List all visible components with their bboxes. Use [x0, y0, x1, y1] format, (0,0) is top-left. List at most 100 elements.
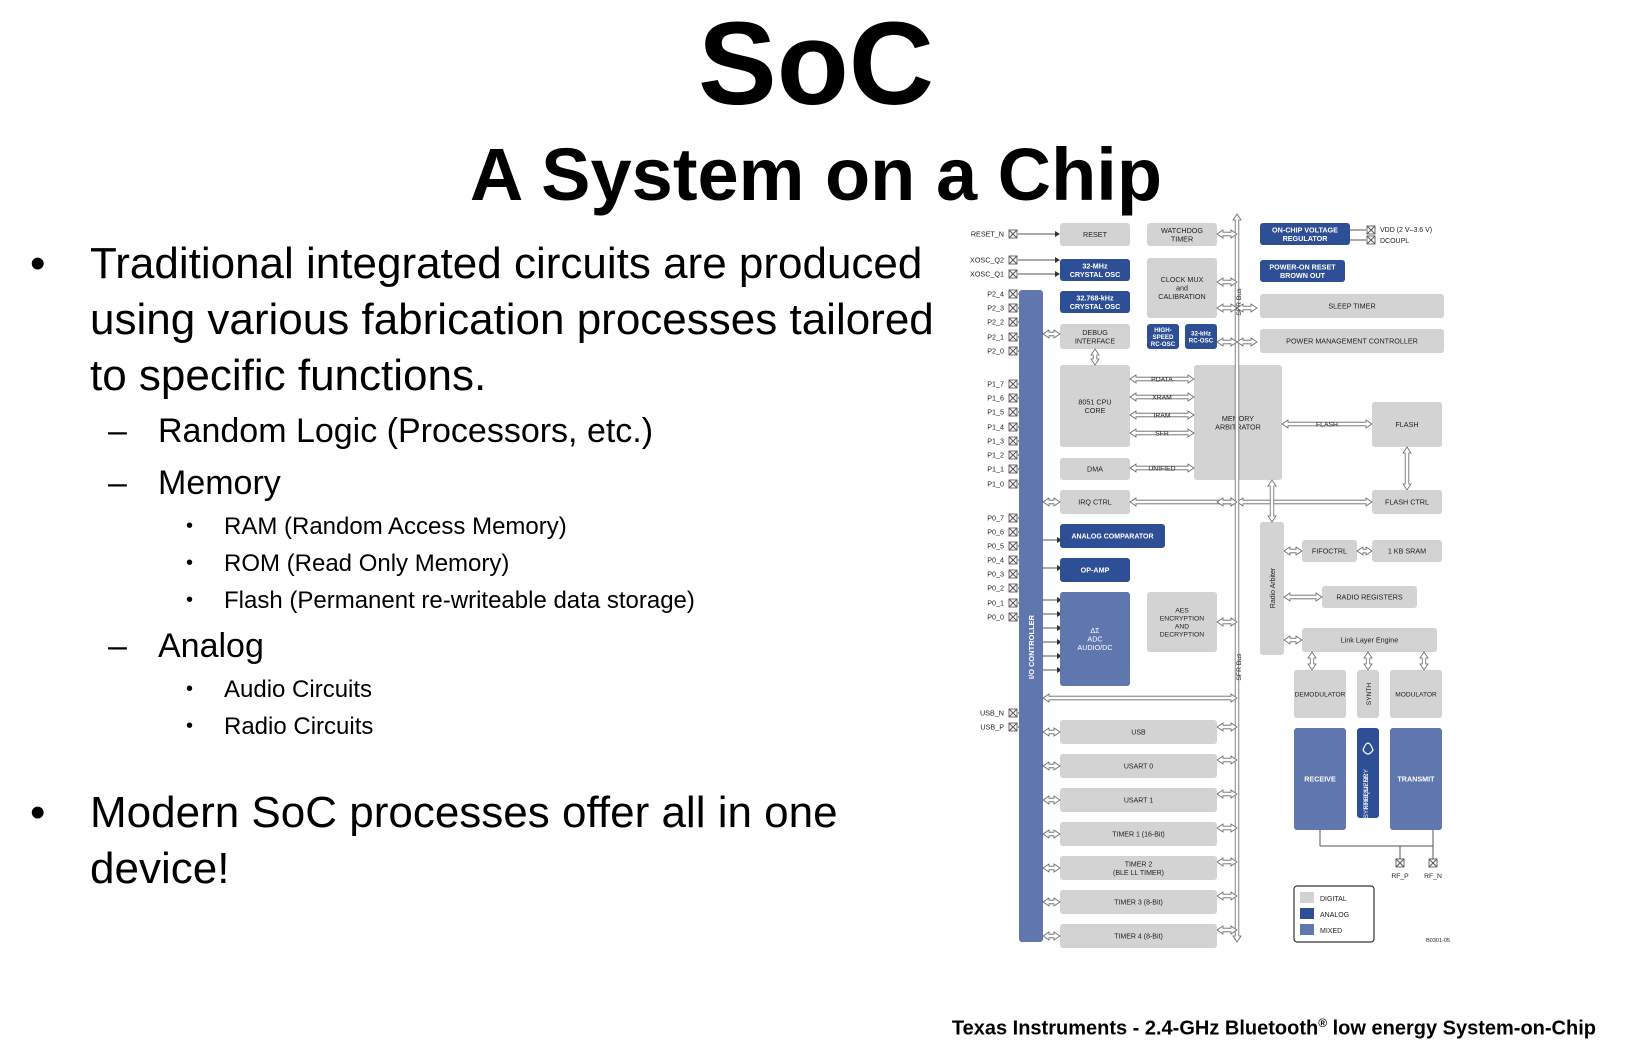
clock-mux-block-label: CLOCK MUX	[1161, 275, 1204, 284]
op-amp-label: OP-AMP	[1081, 566, 1110, 575]
pin-label: P1_6	[987, 394, 1004, 403]
io-arrow-head	[1057, 597, 1062, 603]
pin-label: P1_2	[987, 451, 1004, 460]
pin-marker-x2	[1008, 317, 1018, 327]
pin-label: P2_2	[987, 318, 1004, 327]
pin-label: P0_0	[987, 613, 1004, 622]
modulator-label: MODULATOR	[1395, 692, 1437, 699]
rf-p-pin-x2	[1395, 858, 1405, 868]
bus-xram	[1129, 392, 1195, 402]
reset-block	[1060, 223, 1130, 246]
irq-ctrl	[1060, 490, 1130, 514]
pin-label: XOSC_Q1	[970, 270, 1004, 279]
timer3-block	[1060, 890, 1217, 914]
page-title: SoC	[698, 0, 934, 130]
timer4-block	[1060, 924, 1217, 948]
pin-label: P1_7	[987, 380, 1004, 389]
sub-sub-bullet-rom: ROM (Read Only Memory)	[30, 545, 950, 582]
radio-registers	[1322, 586, 1417, 608]
pin-label: P0_2	[987, 584, 1004, 593]
io-controller	[1019, 290, 1043, 942]
voltage-regulator-label: REGULATOR	[1283, 234, 1329, 243]
link-layer-engine-label: Link Layer Engine	[1341, 636, 1399, 645]
credit-prefix: Texas Instruments - 2.4-GHz Bluetooth	[951, 1017, 1319, 1040]
sfr-connector	[1236, 303, 1258, 313]
pin-label: P1_0	[987, 480, 1004, 489]
frequency-synthesizer-label: FREQUENCY	[1363, 768, 1370, 809]
peripheral-io-arrow	[1042, 829, 1061, 839]
usb-block-label: USB	[1131, 730, 1146, 737]
io-arrow-head	[1057, 653, 1062, 659]
pin-marker-x2	[1008, 346, 1018, 356]
radio-registers-label: RADIO REGISTERS	[1336, 593, 1403, 602]
high-speed-rc-osc-label: HIGH-	[1154, 327, 1172, 334]
pin-marker-x2	[1008, 422, 1018, 432]
registered-mark: ®	[1318, 1016, 1328, 1030]
synth-block	[1357, 670, 1379, 718]
pin-label: USB_P	[980, 723, 1004, 732]
cpu-core-label: 8051 CPU	[1078, 397, 1111, 406]
demodulator-label: DEMODULATOR	[1295, 692, 1346, 699]
pin-line-head	[1055, 257, 1060, 263]
sfr-bus-label: SFR Bus	[1236, 653, 1243, 681]
io-arrow-head	[1057, 667, 1062, 673]
pin-marker-x2	[1008, 708, 1018, 718]
pin-marker-x2	[1008, 229, 1018, 239]
rc-osc-32khz	[1185, 324, 1217, 349]
pin-marker-x2	[1008, 464, 1018, 474]
aes-block	[1147, 592, 1217, 652]
pin-label: P2_4	[987, 290, 1004, 299]
crystal-osc-32mhz	[1060, 259, 1130, 281]
sub-sub-bullet-flash: Flash (Permanent re-writeable data stora…	[30, 582, 950, 619]
pin-label: P2_0	[987, 347, 1004, 356]
pin-label: P0_7	[987, 514, 1004, 523]
io-arrow-head	[1057, 565, 1062, 571]
transmit-block	[1390, 728, 1442, 830]
receive-block-label: RECEIVE	[1304, 775, 1336, 784]
clock-mux-block-label: CALIBRATION	[1158, 292, 1205, 301]
fifoctrl-label: FIFOCTRL	[1312, 547, 1347, 556]
page-subtitle: A System on a Chip	[469, 133, 1163, 216]
sfr-connector	[1216, 823, 1238, 833]
pin-marker-x2	[1008, 513, 1018, 523]
pin-marker-x2	[1008, 393, 1018, 403]
bus-label: XRAM	[1152, 395, 1172, 402]
aes-block-label: AND	[1175, 624, 1189, 631]
peripheral-io-arrow	[1042, 761, 1061, 771]
aes-block-label: DECRYPTION	[1160, 632, 1205, 639]
bus-pdata	[1129, 374, 1195, 384]
arbiter-bus	[1267, 479, 1277, 523]
sub-bullet-analog: –Analog	[30, 621, 950, 671]
debug-interface	[1060, 324, 1130, 349]
flash-ctrl-bus	[1236, 497, 1373, 507]
frequency-synthesizer-label: SYNTHESIZER	[1363, 773, 1370, 818]
pin-marker-x2	[1008, 541, 1018, 551]
receive-block	[1294, 728, 1346, 830]
debug-interface-label: DEBUG	[1082, 328, 1108, 337]
power-on-reset-label: POWER-ON RESET	[1269, 262, 1336, 271]
pin-marker-x2	[1008, 436, 1018, 446]
crystal-osc-32khz-label: CRYSTAL OSC	[1070, 302, 1121, 311]
io-controller-label: I/O CONTROLLER	[1027, 614, 1036, 679]
dma-block-label: DMA	[1087, 465, 1103, 474]
crystal-osc-32mhz-label: CRYSTAL OSC	[1070, 270, 1121, 279]
peripheral-io-arrow	[1042, 931, 1061, 941]
aes-block-label: AES	[1175, 608, 1189, 615]
clock-mux-block	[1147, 258, 1217, 318]
sfr-bus-label: SFR Bus	[1236, 288, 1243, 316]
power-on-reset-label: BROWN OUT	[1280, 271, 1326, 280]
pin-line-head	[1055, 271, 1060, 277]
adc-label: ADC	[1087, 635, 1102, 644]
vdd-pin-x2	[1366, 225, 1376, 235]
bullet-list: Traditional integrated circuits are prod…	[30, 236, 950, 897]
timer2-block-label: TIMER 2	[1125, 861, 1153, 868]
usart1-block-label: USART 1	[1124, 798, 1153, 805]
link-synth-arrow	[1363, 651, 1373, 671]
usart0-block	[1060, 754, 1217, 778]
pin-label: P1_3	[987, 437, 1004, 446]
high-speed-rc-osc	[1147, 324, 1179, 349]
watchdog-block	[1147, 223, 1217, 246]
sfr-connector	[1216, 337, 1238, 347]
dcoupl-pin-x2	[1366, 235, 1376, 245]
pin-marker-x2	[1008, 303, 1018, 313]
